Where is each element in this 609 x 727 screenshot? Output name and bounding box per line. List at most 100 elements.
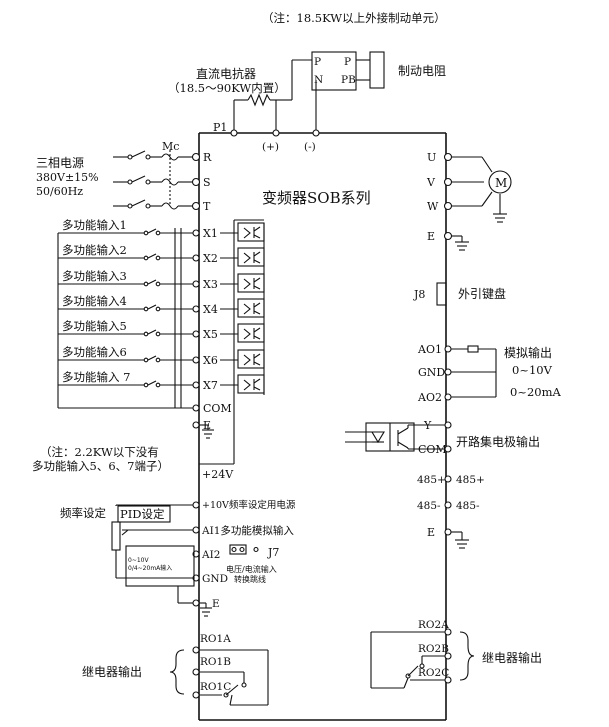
label-r: R (203, 151, 212, 164)
terminal-x2 (192, 254, 200, 262)
j7-desc-line1: 电压/电流输入 (226, 564, 277, 574)
open-collector-label: 开路集电极输出 (456, 434, 540, 449)
j7-pin-2 (239, 546, 245, 553)
multi-input-wiring: 多功能输入1X1多功能输入2X2多功能输入3X3多功能输入4X4多功能输入5X5… (58, 218, 265, 408)
terminal-ai1 (192, 526, 200, 534)
motor-wiring (452, 156, 507, 251)
terminal-485-minus (444, 501, 452, 509)
terminal-x1 (192, 229, 200, 237)
contactor-label: Mc (162, 140, 179, 153)
input-optocoupler (237, 298, 265, 318)
input-label-4: 多功能输入4 (62, 294, 127, 308)
j7-desc-line2: 转换跳线 (234, 574, 266, 584)
terminal-ao1 (444, 345, 452, 353)
terminal-x5 (192, 330, 200, 338)
pid-setting-box (117, 505, 171, 523)
input-label-3: 多功能输入3 (62, 269, 127, 283)
analog-range-current: 0~20mA (510, 385, 561, 399)
pid-setting-label: PID设定 (120, 507, 165, 521)
label-gnd-ai: GND (202, 573, 228, 585)
input-row-7: 多功能输入 7 X7 (58, 370, 265, 394)
j7-jumper (229, 544, 247, 555)
label-ro2b: RO2B (418, 643, 449, 655)
keyboard-connector (436, 282, 447, 306)
terminal-label-x5: X5 (203, 328, 218, 341)
ai-range-line2: 0/4~20mA输入 (128, 564, 172, 572)
analog-range-voltage: 0~10V (512, 363, 553, 377)
relay2-label: 继电器输出 (482, 650, 542, 665)
label-com: COM (203, 402, 232, 415)
terminal-e-input (192, 421, 200, 429)
terminal-label-x7: X7 (203, 379, 218, 392)
terminal-label-x6: X6 (203, 354, 218, 367)
brake-n: N (314, 74, 323, 86)
terminal-ro1a (192, 646, 200, 654)
label-j8: J8 (413, 288, 425, 301)
braking-unit-note: （注：18.5KW以上外接制动单元） (262, 11, 446, 25)
terminal-ao2 (444, 393, 452, 401)
input-optocoupler (237, 247, 265, 267)
label-ai2: AI2 (201, 549, 220, 561)
power-title: 三相电源 (36, 156, 84, 170)
input-optocoupler (237, 349, 265, 369)
input-optocoupler (237, 374, 265, 394)
label-485-minus-out: 485- (456, 500, 480, 512)
label-ro2a: RO2A (418, 619, 449, 631)
terminal-x6 (192, 356, 200, 364)
label-p1: P1 (213, 121, 227, 134)
terminal-minus (312, 129, 320, 137)
terminal-e-out (443, 231, 453, 241)
label-t: T (203, 200, 211, 213)
ai-range-line1: 0~10V (128, 557, 149, 564)
inverter-title: 变频器SOB系列 (262, 189, 371, 207)
analog-wiring (451, 345, 497, 398)
terminal-u (443, 152, 453, 162)
terminal-e-right (444, 528, 452, 536)
terminal-y (444, 421, 452, 429)
label-v: V (426, 176, 436, 189)
terminal-label-x2: X2 (203, 252, 218, 265)
input-note-line1: （注：2.2KW以下没有 (40, 445, 159, 459)
terminal-v (443, 177, 453, 187)
label-ao2: AO2 (417, 391, 442, 404)
label-ro1c: RO1C (200, 681, 231, 693)
input-note-line2: 多功能输入5、6、7端子） (32, 459, 169, 473)
label-e-right: E (427, 526, 435, 539)
terminal-x3 (192, 280, 200, 288)
motor-label: M (495, 176, 507, 190)
label-plus24: +24V (202, 468, 234, 481)
label-485-minus-in: 485- (417, 500, 441, 512)
terminal-com (192, 404, 200, 412)
j7-pin-1 (231, 546, 237, 553)
j7-pin-3 (253, 546, 259, 553)
label-485-plus-out: 485+ (456, 474, 485, 486)
relay1-label: 继电器输出 (82, 664, 142, 679)
ai-ground (177, 586, 212, 617)
terminal-s (191, 177, 201, 187)
terminal-ro1b (192, 668, 200, 676)
brake-p-right: P (344, 56, 351, 68)
label-ai1: AI1多功能模拟输入 (201, 524, 294, 537)
brake-pb: PB (341, 74, 356, 86)
input-label-7: 多功能输入 7 (62, 370, 130, 384)
terminal-label-x4: X4 (203, 303, 218, 316)
input-ground (57, 233, 214, 439)
label-ro1b: RO1B (200, 656, 231, 668)
input-label-5: 多功能输入5 (62, 319, 127, 333)
terminal-label-x1: X1 (203, 227, 218, 240)
terminal-w (443, 201, 453, 211)
optocoupler (345, 422, 445, 452)
keyboard-label: 外引键盘 (458, 286, 506, 301)
power-frequency: 50/60Hz (36, 185, 83, 198)
terminal-p1 (230, 129, 238, 137)
label-10v: +10V频率设定用电源 (202, 499, 296, 511)
terminal-plus (272, 129, 280, 137)
label-w: W (427, 200, 439, 213)
reactor-zigzag (247, 93, 271, 107)
terminal-10v (192, 501, 200, 509)
